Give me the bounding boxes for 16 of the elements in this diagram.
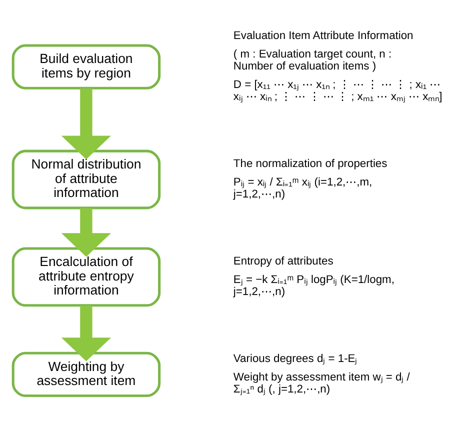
node-label: Weight by assessment item wⱼ = dⱼ / Σⱼ₌₁ⁿ dⱼ (, j=1,2,⋯,n) <box>232 371 410 396</box>
node-label: D = [x₁₁ ⋯ x₁ⱼ ⋯ x₁ₙ ; ⋮ ⋯ ⋮ ⋯ ⋮ ; xᵢ₁ ⋯ xᵢⱼ ⋯ xᵢₙ ; ⋮ ⋯ ⋮ ⋯ ⋮ ; xₘ₁ ⋯ xₘⱼ ⋯ xₘₙ] <box>232 78 442 104</box>
arrow <box>60 208 111 257</box>
node-label: Various degrees dⱼ = 1-Eⱼ <box>232 353 357 366</box>
node-label: Eⱼ = −k Σᵢ₌₁ᵐ Pᵢⱼ logPᵢⱼ (K=1/logm, j=1,2,⋯,n) <box>232 274 394 298</box>
node-label: Entropy of attributes <box>232 256 333 268</box>
node-box: Build evaluation items by region <box>11 44 160 90</box>
node-box: Normal distribution of attribute information <box>11 150 160 210</box>
node-box: Weighting by assessment item <box>11 352 160 398</box>
node-label: The normalization of properties <box>232 158 387 170</box>
node-box: Encalculation of attribute entropy information <box>11 247 160 307</box>
arrow <box>60 306 111 362</box>
node-label: Pᵢⱼ = xᵢⱼ / Σᵢ₌₁ᵐ xᵢⱼ (i=1,2,⋯,m, j=1,2,⋯,n) <box>232 176 372 201</box>
node-label: ( m : Evaluation target count, n : Number of evaluation items ) <box>232 48 392 73</box>
arrow <box>60 88 111 160</box>
node-label: Evaluation Item Attribute Information <box>232 30 413 42</box>
